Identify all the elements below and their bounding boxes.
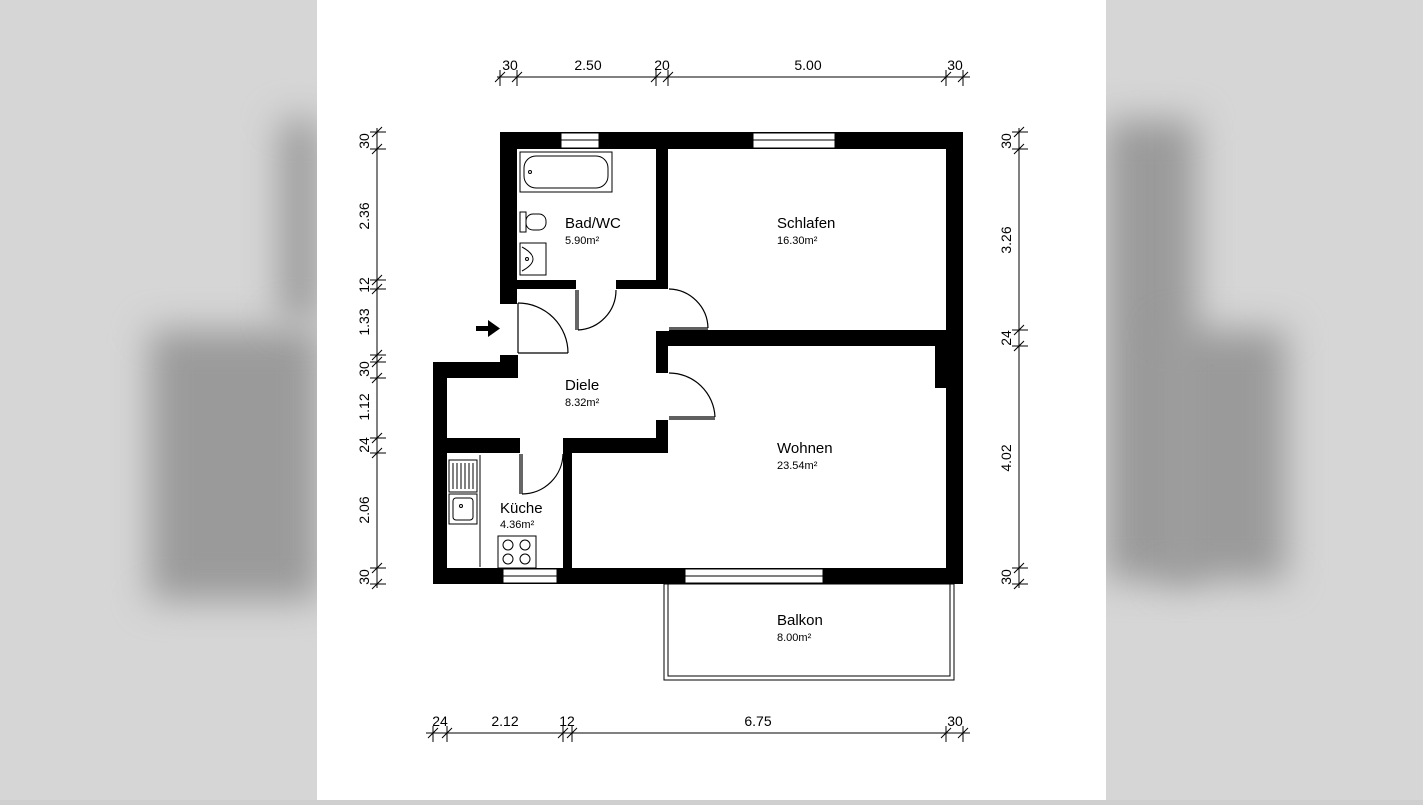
balcony-outline [663, 583, 955, 681]
room-name-kueche: Küche [500, 500, 543, 517]
room-name-balkon: Balkon [777, 612, 823, 629]
floor-plan: Bad/WC 5.90m² Schlafen 16.30m² Diele 8.3… [356, 57, 1028, 742]
toilet-icon [519, 211, 547, 233]
dim-top-0: 30 [502, 57, 518, 73]
dim-left-5: 1.12 [356, 393, 372, 420]
dimension-labels-top: 30 2.50 20 5.00 30 [502, 57, 963, 73]
room-area-schlafen: 16.30m² [777, 235, 818, 247]
dim-left-6: 24 [356, 437, 372, 453]
kitchen-sink-icon [448, 455, 481, 567]
washbasin-icon [519, 242, 547, 276]
dim-left-4: 30 [356, 361, 372, 377]
windows [502, 132, 836, 584]
dim-top-4: 30 [947, 57, 963, 73]
room-name-diele: Diele [565, 377, 599, 394]
dim-left-8: 30 [356, 569, 372, 585]
floor-plan-sheet: Bad/WC 5.90m² Schlafen 16.30m² Diele 8.3… [317, 0, 1106, 800]
entrance-arrow-icon [476, 320, 500, 337]
dim-left-2: 12 [356, 277, 372, 293]
dim-bottom-3: 6.75 [744, 713, 771, 729]
dimension-labels-right: 30 3.26 24 4.02 30 [998, 133, 1014, 585]
dim-left-1: 2.36 [356, 202, 372, 229]
dim-bottom-4: 30 [947, 713, 963, 729]
dim-bottom-2: 12 [559, 713, 575, 729]
dim-left-0: 30 [356, 133, 372, 149]
room-area-balkon: 8.00m² [777, 632, 812, 644]
dimension-ticks [370, 70, 1028, 742]
dim-left-7: 2.06 [356, 496, 372, 523]
doors [517, 288, 716, 495]
stove-icon [497, 535, 537, 569]
dim-top-2: 20 [654, 57, 670, 73]
dim-right-4: 30 [998, 569, 1014, 585]
dim-right-2: 24 [998, 330, 1014, 346]
room-name-bad-wc: Bad/WC [565, 215, 621, 232]
dim-left-3: 1.33 [356, 308, 372, 335]
dim-right-0: 30 [998, 133, 1014, 149]
dim-bottom-1: 2.12 [491, 713, 518, 729]
dimension-labels-bottom: 24 2.12 12 6.75 30 [432, 713, 963, 729]
blurred-background-left [0, 0, 317, 800]
room-area-bad-wc: 5.90m² [565, 235, 600, 247]
room-name-schlafen: Schlafen [777, 215, 835, 232]
room-area-diele: 8.32m² [565, 397, 600, 409]
bathtub-icon [519, 151, 613, 193]
dim-right-3: 4.02 [998, 444, 1014, 471]
room-area-kueche: 4.36m² [500, 519, 535, 531]
dimension-lines [376, 76, 1020, 734]
door-openings [499, 279, 669, 454]
blurred-background-right [1106, 0, 1423, 800]
room-name-wohnen: Wohnen [777, 440, 833, 457]
room-area-wohnen: 23.54m² [777, 460, 818, 472]
room-labels: Bad/WC 5.90m² Schlafen 16.30m² Diele 8.3… [500, 215, 835, 644]
dimension-labels-left: 30 2.36 12 1.33 30 1.12 24 2.06 30 [356, 133, 372, 585]
dim-top-3: 5.00 [794, 57, 821, 73]
dim-right-1: 3.26 [998, 226, 1014, 253]
dim-top-1: 2.50 [574, 57, 601, 73]
dim-bottom-0: 24 [432, 713, 448, 729]
